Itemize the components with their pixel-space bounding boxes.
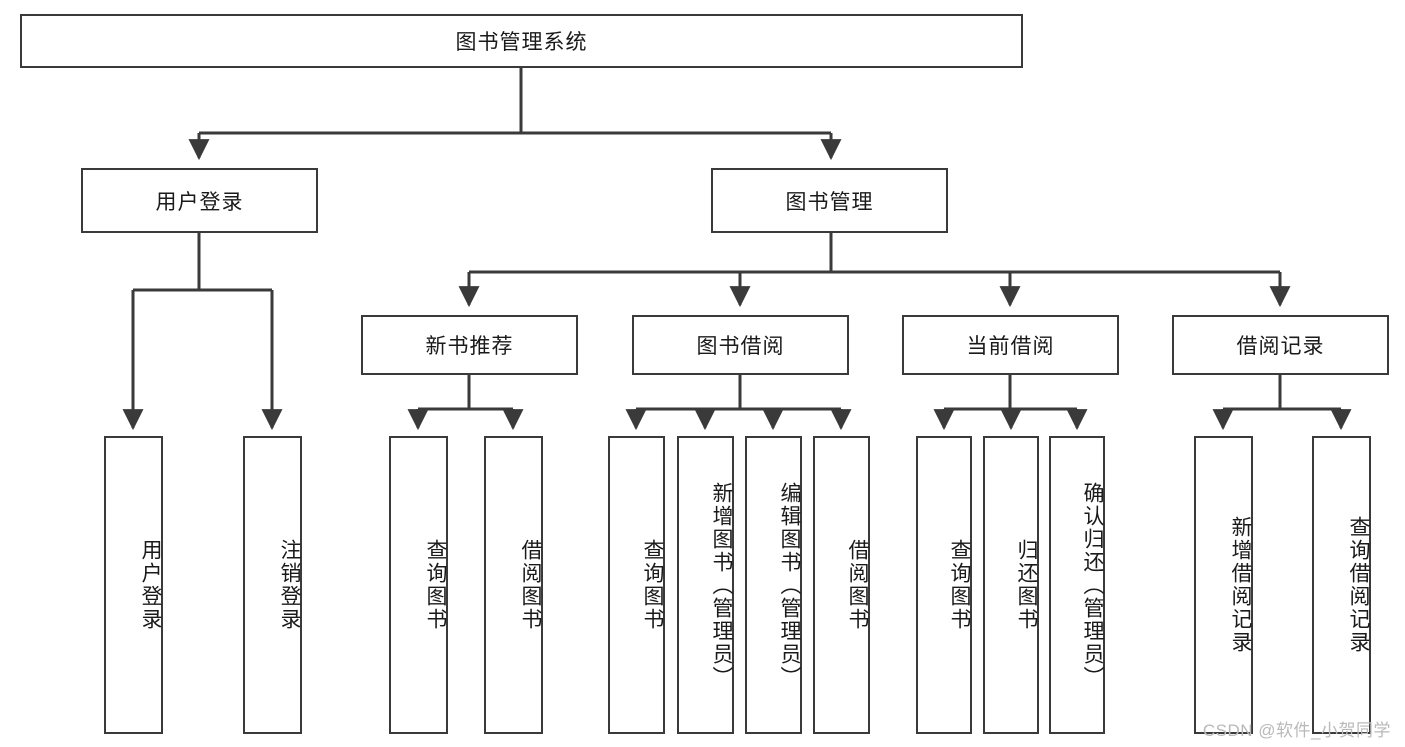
node-leaf-borrow-book-rec-label: 借阅图书	[519, 539, 542, 631]
node-book-management-label: 图书管理	[785, 190, 874, 214]
node-leaf-query-borrow-record-label: 查询借阅记录	[1347, 516, 1370, 654]
node-leaf-query-book-current-label: 查询图书	[948, 539, 971, 631]
node-leaf-return-book-label: 归还图书	[1015, 539, 1038, 631]
node-leaf-edit-book-admin-label: 编辑图书（管理员）	[778, 481, 801, 689]
node-leaf-confirm-return-admin-label: 确认归还（管理员）	[1081, 481, 1104, 689]
node-book-borrow[interactable]: 图书借阅	[632, 315, 849, 375]
node-leaf-query-book-borrow-label: 查询图书	[641, 539, 664, 631]
node-new-book-recommend-label: 新书推荐	[425, 335, 514, 358]
node-leaf-borrow-book[interactable]: 借阅图书	[813, 436, 870, 734]
node-leaf-query-book-current[interactable]: 查询图书	[916, 436, 972, 734]
node-leaf-logout[interactable]: 注销登录	[243, 436, 302, 734]
node-leaf-confirm-return-admin[interactable]: 确认归还（管理员）	[1049, 436, 1105, 734]
node-root[interactable]: 图书管理系统	[20, 14, 1023, 68]
watermark: CSDN @软件_小贺同学	[1202, 721, 1391, 740]
node-new-book-recommend[interactable]: 新书推荐	[361, 315, 578, 375]
node-book-management[interactable]: 图书管理	[711, 168, 948, 233]
node-leaf-query-book-rec-label: 查询图书	[424, 539, 447, 631]
node-borrow-records[interactable]: 借阅记录	[1172, 315, 1389, 375]
node-leaf-add-book-admin[interactable]: 新增图书（管理员）	[677, 436, 734, 734]
node-leaf-borrow-book-label: 借阅图书	[846, 539, 869, 631]
node-borrow-records-label: 借阅记录	[1236, 335, 1325, 358]
node-current-borrow-label: 当前借阅	[966, 335, 1055, 358]
node-leaf-user-login-label: 用户登录	[139, 539, 162, 631]
node-root-label: 图书管理系统	[455, 31, 588, 54]
node-leaf-add-book-admin-label: 新增图书（管理员）	[710, 481, 733, 689]
node-leaf-return-book[interactable]: 归还图书	[983, 436, 1039, 734]
node-leaf-logout-label: 注销登录	[278, 539, 301, 631]
node-book-borrow-label: 图书借阅	[696, 335, 785, 358]
node-leaf-add-borrow-record[interactable]: 新增借阅记录	[1194, 436, 1253, 734]
node-leaf-borrow-book-rec[interactable]: 借阅图书	[484, 436, 543, 734]
node-leaf-query-book-rec[interactable]: 查询图书	[389, 436, 448, 734]
node-leaf-user-login[interactable]: 用户登录	[104, 436, 163, 734]
node-leaf-query-book-borrow[interactable]: 查询图书	[608, 436, 665, 734]
node-user-login[interactable]: 用户登录	[81, 168, 318, 233]
node-current-borrow[interactable]: 当前借阅	[902, 315, 1119, 375]
node-user-login-label: 用户登录	[155, 190, 244, 214]
node-leaf-add-borrow-record-label: 新增借阅记录	[1229, 516, 1252, 654]
node-leaf-query-borrow-record[interactable]: 查询借阅记录	[1312, 436, 1371, 734]
node-leaf-edit-book-admin[interactable]: 编辑图书（管理员）	[745, 436, 802, 734]
